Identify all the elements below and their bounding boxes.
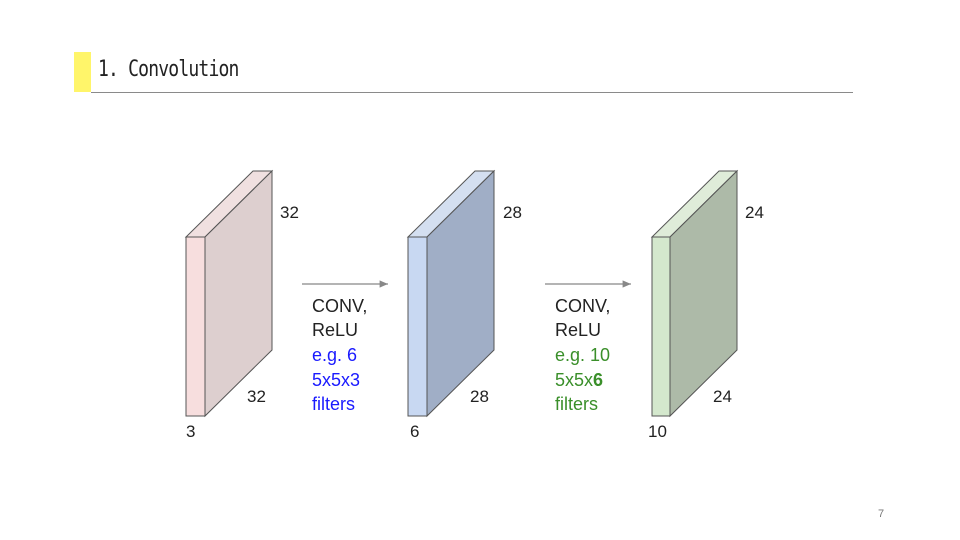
volume-front-face: [185, 236, 206, 417]
filters-word: filters: [555, 394, 598, 414]
volume-depth-label: 10: [648, 422, 667, 441]
page-number: 7: [878, 508, 885, 520]
volume-front-face: [651, 236, 671, 417]
filter-count: e.g. 10: [555, 345, 610, 365]
volume-height-label: 32: [280, 203, 299, 222]
volume-width-label: 24: [713, 387, 732, 406]
operation-line: CONV,: [555, 296, 610, 316]
volume-side-face: [669, 169, 738, 418]
slide-title: 1. Convolution: [98, 57, 239, 82]
filter-size-text: 5x5x: [555, 370, 593, 390]
volume-front-face: [407, 236, 428, 417]
input-volume: 32 32 3: [184, 169, 299, 441]
operation-2-label: CONV, ReLU e.g. 10 5x5x6 filters: [555, 296, 610, 414]
conv1-output-volume: 28 28 6: [406, 169, 522, 441]
filter-count: e.g. 6: [312, 345, 357, 365]
operation-1-label: CONV, ReLU e.g. 6 5x5x3 filters: [312, 296, 367, 414]
volume-width-label: 32: [247, 387, 266, 406]
filter-size-bold: 6: [593, 370, 603, 390]
volume-depth-label: 3: [186, 422, 195, 441]
operation-line: ReLU: [555, 320, 601, 340]
volume-height-label: 24: [745, 203, 764, 222]
operation-line: CONV,: [312, 296, 367, 316]
volume-height-label: 28: [503, 203, 522, 222]
title-accent-bar: [74, 52, 91, 92]
filter-size-text: 5x5x3: [312, 370, 360, 390]
volume-width-label: 28: [470, 387, 489, 406]
filters-word: filters: [312, 394, 355, 414]
title-divider: [91, 92, 853, 93]
volume-depth-label: 6: [410, 422, 419, 441]
operation-line: ReLU: [312, 320, 358, 340]
filter-size: 5x5x6: [555, 370, 603, 390]
conv2-output-volume: 24 24 10: [648, 169, 764, 441]
filter-size: 5x5x3: [312, 370, 360, 390]
